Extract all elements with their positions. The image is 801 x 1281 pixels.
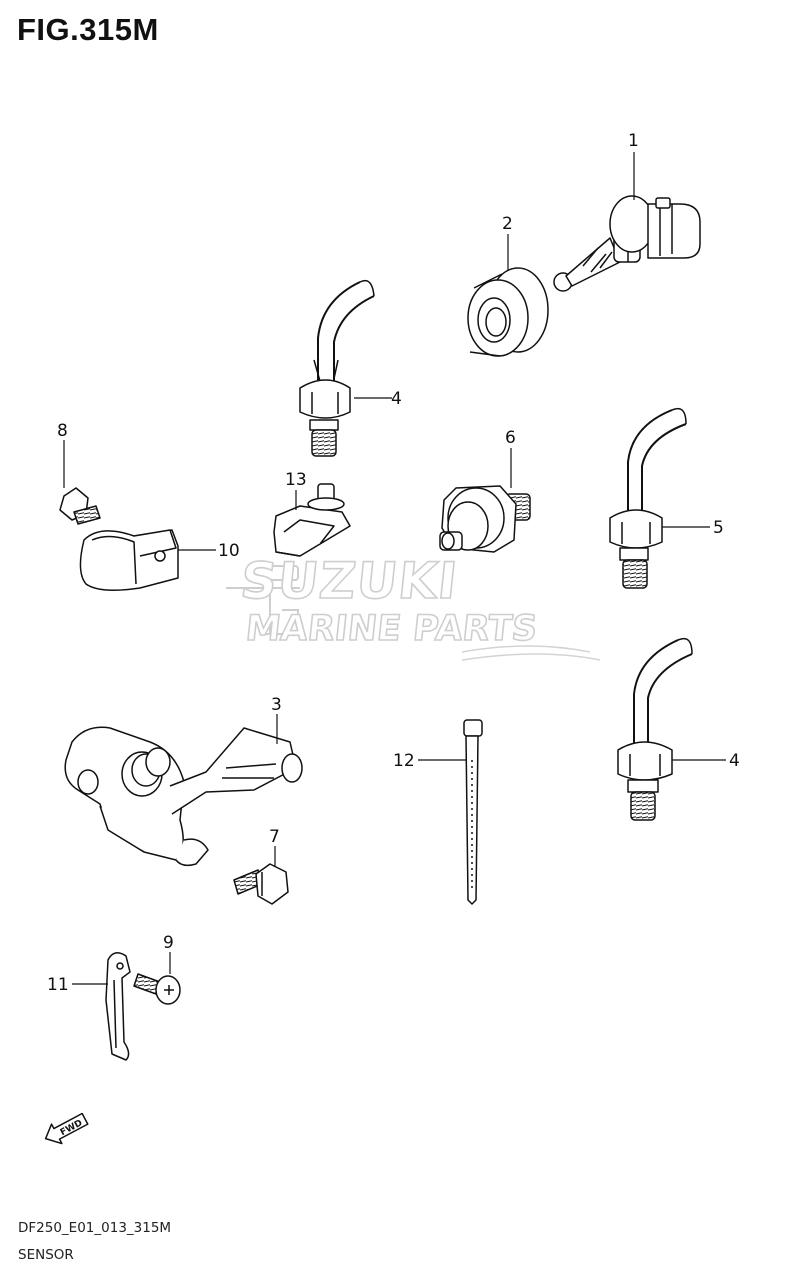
callout-12: 12 — [393, 751, 415, 771]
part-7-bolt[interactable] — [233, 863, 289, 905]
callout-8: 8 — [57, 421, 68, 441]
part-10-clamp[interactable] — [79, 529, 179, 591]
section-name: SENSOR — [18, 1247, 74, 1263]
watermark-logo — [226, 565, 300, 635]
part-9-screw[interactable] — [133, 973, 181, 1005]
part-12-cable-tie[interactable] — [463, 719, 483, 905]
leader-lines — [63, 152, 726, 985]
part-4-sensor-upper[interactable] — [299, 279, 375, 457]
watermark-subtitle: MARINE PARTS — [244, 608, 539, 649]
callout-7: 7 — [269, 827, 280, 847]
callout-11: 11 — [47, 975, 69, 995]
part-1-temperature-sensor[interactable] — [553, 195, 701, 292]
figure-title: FIG.315M — [17, 12, 159, 47]
callout-1: 1 — [628, 131, 639, 151]
part-13-cable-holder[interactable] — [273, 483, 351, 557]
part-5-sensor[interactable] — [609, 407, 687, 589]
model-code: DF250_E01_013_315M — [18, 1220, 172, 1236]
part-4-sensor-lower[interactable] — [617, 637, 693, 821]
callout-3: 3 — [271, 695, 282, 715]
callout-10: 10 — [218, 541, 240, 561]
callout-9: 9 — [163, 933, 174, 953]
part-3-bracket[interactable] — [64, 726, 303, 867]
callout-2: 2 — [502, 214, 513, 234]
part-6-pressure-sensor[interactable] — [439, 485, 531, 553]
watermark-wave — [461, 645, 601, 661]
part-8-bolt[interactable] — [59, 487, 101, 525]
watermark-brand: SUZUKI — [238, 551, 461, 610]
fwd-direction-arrow-icon: FWD — [44, 1112, 89, 1145]
callout-4-upper: 4 — [391, 389, 402, 409]
part-11-strap[interactable] — [105, 952, 131, 1061]
callout-4-lower: 4 — [729, 751, 740, 771]
callout-13: 13 — [285, 470, 307, 490]
part-2-grommet[interactable] — [467, 267, 549, 357]
callout-6: 6 — [505, 428, 516, 448]
callout-5: 5 — [713, 518, 724, 538]
watermark: SUZUKI MARINE PARTS — [226, 550, 601, 661]
